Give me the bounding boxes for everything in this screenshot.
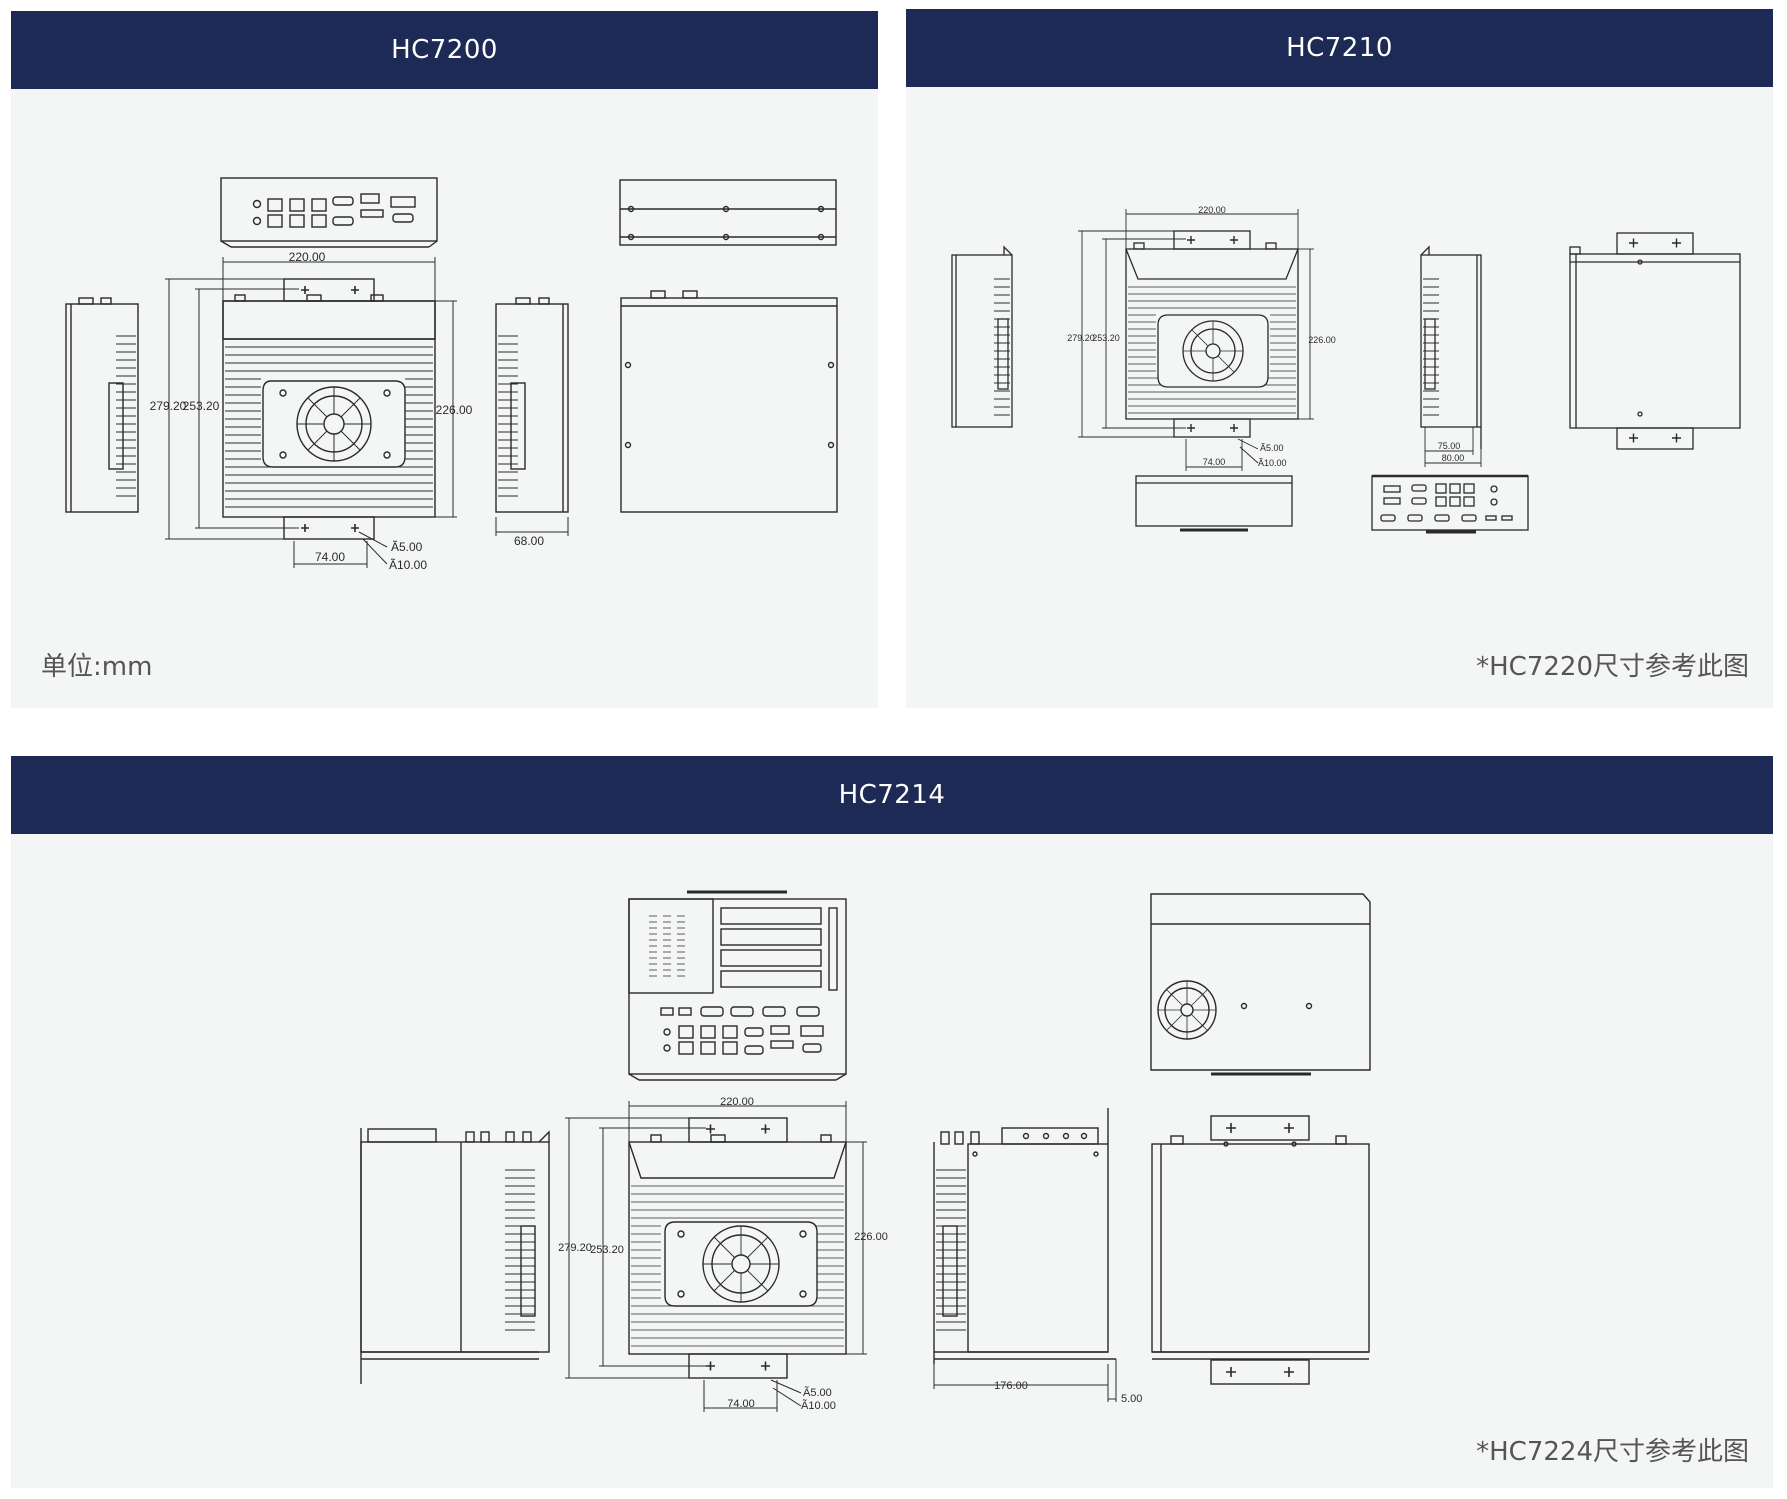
dim-mount-spacing: 74.00 (315, 550, 345, 564)
dim-side-b: 80.00 (1442, 453, 1465, 463)
reference-note: *HC7220尺寸参考此图 (1476, 652, 1749, 682)
unit-note: 单位:mm (41, 652, 153, 682)
main-front-view (628, 1117, 847, 1379)
reference-note: *HC7224尺寸参考此图 (1476, 1437, 1749, 1467)
dim-height-outer: 279.20 (558, 1242, 592, 1254)
dim-hole-small: Ã5.00 (391, 540, 423, 554)
dim-height-inner: 253.20 (590, 1244, 624, 1256)
dim-depth: 226.00 (436, 403, 473, 417)
io-panel-view (1371, 474, 1529, 534)
dim-height-inner: 253.20 (183, 399, 220, 413)
dim-hole-large: Ã10.00 (801, 1399, 836, 1412)
dim-width: 220.00 (289, 250, 326, 264)
panel-hc7200: HC7200 (11, 11, 878, 708)
hc7214-drawing: 220.00 279.20 253.20 226.00 74.00 Ã5.00 … (360, 890, 1371, 1412)
main-front-view (1125, 230, 1299, 438)
main-front-view (222, 278, 436, 540)
dimension-lines (1078, 209, 1482, 471)
right-side-view (495, 297, 569, 513)
dim-height-outer: 279.20 (1067, 333, 1095, 343)
panel-title: HC7200 (11, 11, 878, 89)
dim-width: 220.00 (1198, 205, 1226, 215)
dim-depth: 226.00 (1308, 335, 1336, 345)
dimension-lines (565, 1101, 1117, 1412)
hc7200-drawing: 220.00 279.20 253.20 226.00 74.00 Ã5.00 … (65, 177, 838, 572)
hc7210-drawing: 220.00 279.20 253.20 226.00 74.00 Ã5.00 … (951, 205, 1741, 534)
bottom-view (620, 290, 838, 513)
top-view-small (619, 179, 837, 246)
dim-depth: 226.00 (854, 1231, 888, 1243)
dim-height-inner: 253.20 (1092, 333, 1120, 343)
front-expansion-view (628, 890, 847, 1081)
panel-hc7210: HC7210 (906, 9, 1773, 708)
top-fan-view (1150, 893, 1371, 1076)
bottom-box-view (1135, 475, 1293, 532)
left-side-view (65, 297, 139, 513)
dim-side-offset: 5.00 (1121, 1393, 1142, 1405)
dim-side-a: 75.00 (1438, 441, 1461, 451)
left-side-view (360, 1128, 550, 1384)
dim-side-width: 68.00 (514, 534, 544, 548)
right-side-view (933, 1108, 1116, 1364)
dimension-lines (165, 257, 569, 568)
top-plate-view (1569, 232, 1741, 450)
dim-hole-large: Ã10.00 (389, 558, 427, 572)
panel-title: HC7214 (11, 756, 1773, 834)
dim-hole-small: Ã5.00 (1260, 443, 1284, 453)
dim-mount-spacing: 74.00 (727, 1398, 755, 1410)
front-io-view (220, 177, 438, 248)
dim-side-depth: 176.00 (994, 1380, 1028, 1392)
dim-hole-large: Ã10.00 (1258, 458, 1287, 468)
dim-hole-small: Ã5.00 (803, 1386, 832, 1399)
dim-width: 220.00 (720, 1096, 754, 1108)
panel-title: HC7210 (906, 9, 1773, 87)
dim-mount-spacing: 74.00 (1203, 457, 1226, 467)
bottom-plate-view (1151, 1115, 1370, 1385)
panel-hc7214: HC7214 (11, 756, 1773, 1488)
right-side-view (1420, 245, 1482, 449)
dim-height-outer: 279.20 (150, 399, 187, 413)
left-side-view (951, 245, 1013, 428)
